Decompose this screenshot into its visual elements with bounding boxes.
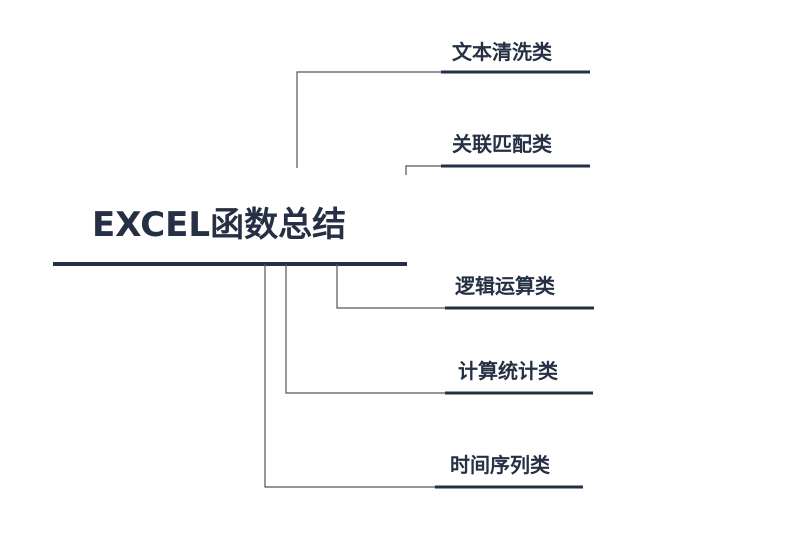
connector-statistics xyxy=(285,264,445,394)
root-title: EXCEL函数总结 xyxy=(92,205,347,245)
branch-label-statistics: 计算统计类 xyxy=(458,359,558,383)
branch-label-logic: 逻辑运算类 xyxy=(455,274,555,298)
connector-text-cleaning xyxy=(296,71,441,168)
branch-label-lookup-matching: 关联匹配类 xyxy=(452,132,552,156)
branch-label-time-series: 时间序列类 xyxy=(450,453,550,477)
connector-logic xyxy=(336,264,445,309)
connector-lookup-matching xyxy=(405,165,441,175)
connector-time-series xyxy=(264,264,435,488)
branch-label-text-cleaning: 文本清洗类 xyxy=(452,40,552,64)
